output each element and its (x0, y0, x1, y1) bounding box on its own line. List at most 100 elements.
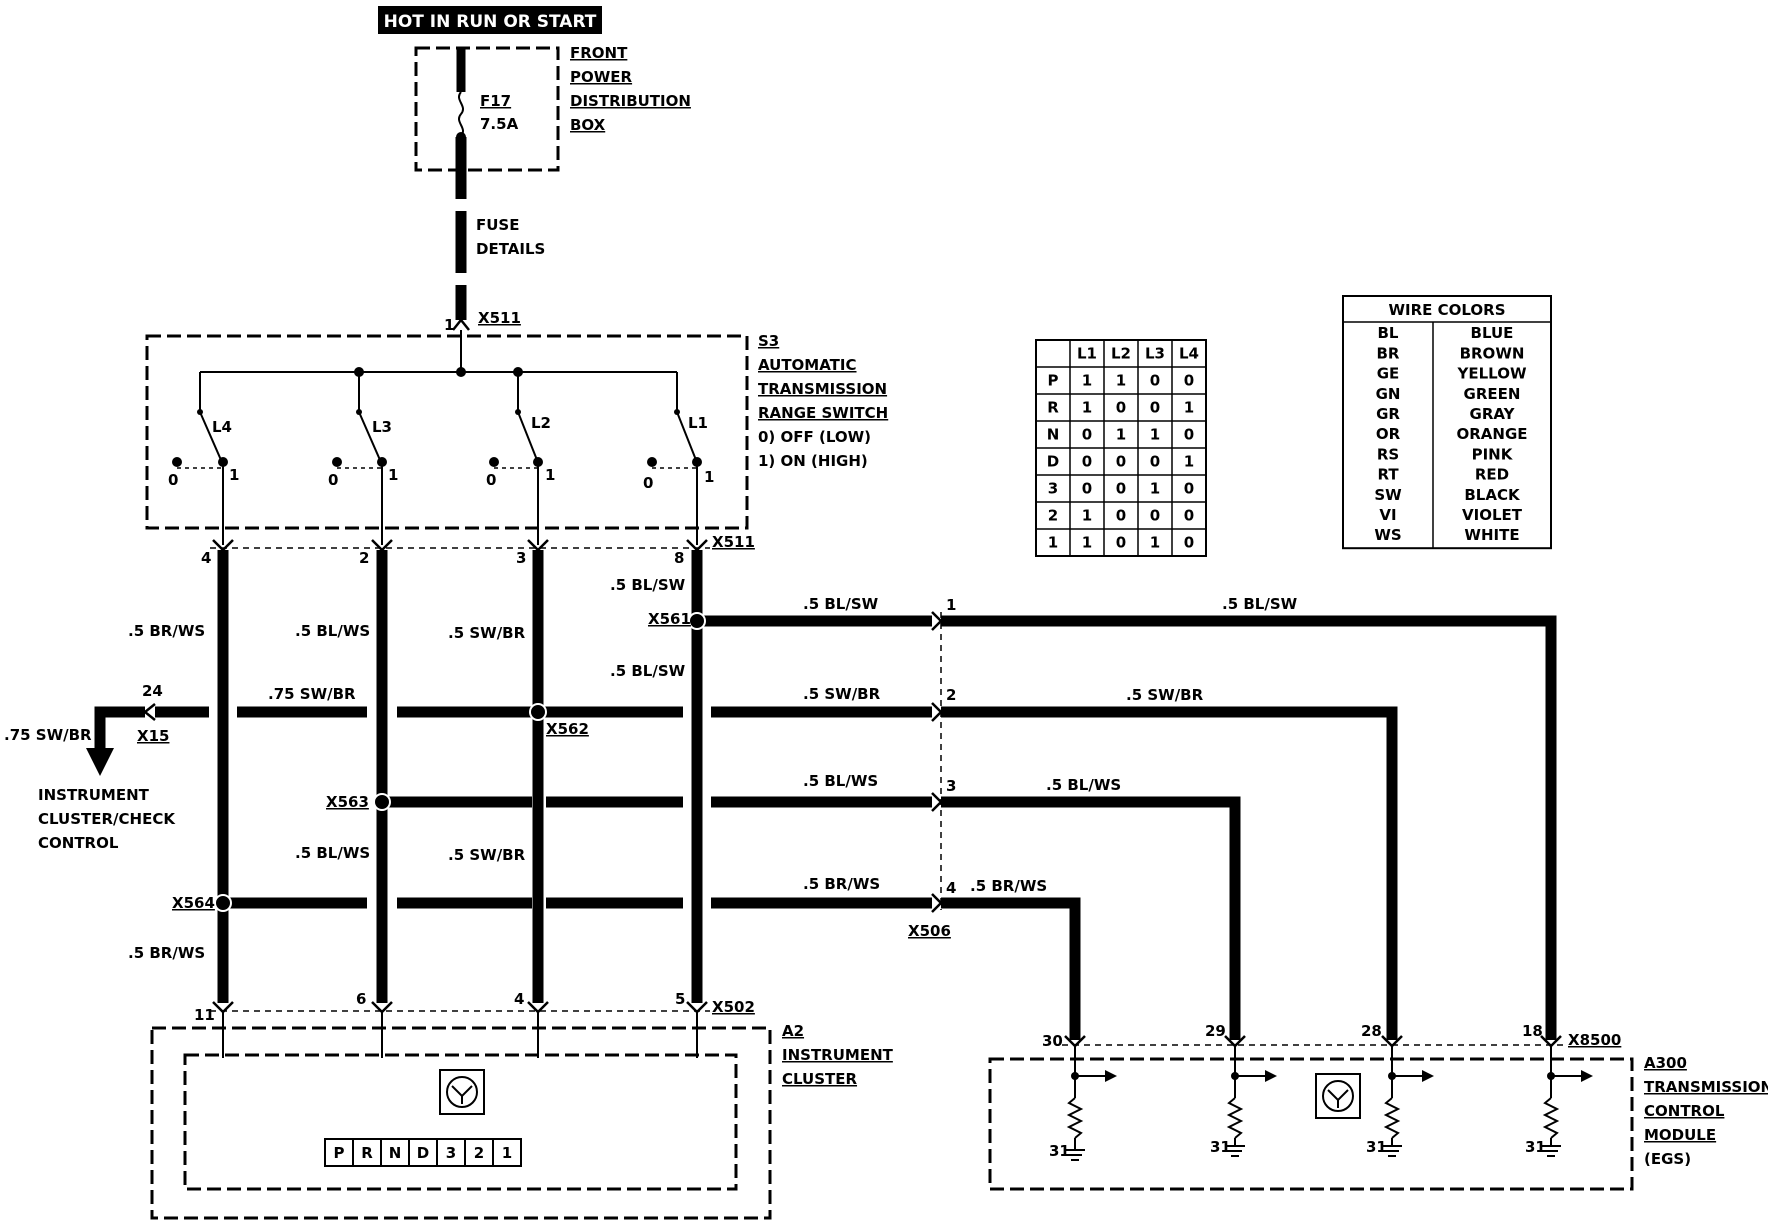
range-table-cell: 1 (1184, 399, 1194, 417)
resistor-icon (1383, 1097, 1401, 1139)
splice-wires: X561 .5 BL/SW X562 .75 SW/BR .5 SW/BR X5… (155, 595, 932, 912)
range-table-cell: 0 (1082, 453, 1092, 471)
pin-a2-11: 11 (194, 1006, 215, 1024)
check-control-label-1: INSTRUMENT (38, 786, 150, 804)
ground-icon (1382, 1145, 1402, 1157)
connector-x506-label: X506 (908, 922, 951, 940)
legend-code: SW (1374, 486, 1402, 504)
wire-label-br-ws-lower: .5 BR/WS (128, 944, 205, 962)
legend-color-name: RED (1475, 466, 1509, 484)
x502-pin-5 (686, 1001, 708, 1014)
wire-label-bl-sw-b: .5 BL/SW (610, 662, 686, 680)
arrow-right-icon (1422, 1070, 1434, 1082)
l1-pivot (674, 409, 680, 415)
resistor-icon (1542, 1097, 1560, 1139)
connector-x563: X563 (326, 793, 369, 811)
contact-l2: L2 (531, 414, 551, 432)
range-table-position: D (1047, 453, 1059, 471)
range-table-position: R (1047, 399, 1059, 417)
a300-input-18: 31 (1525, 1046, 1593, 1157)
x506-pin-2 (931, 702, 943, 722)
fuse-box: F17 7.5A FRONT POWER DISTRIBUTION BOX (414, 44, 691, 172)
legend-code: RS (1377, 445, 1399, 463)
range-table-cell: 1 (1082, 372, 1092, 390)
check-control-label-3: CONTROL (38, 834, 119, 852)
connector-x506: 1 2 3 4 X506 (908, 596, 956, 940)
pin-a2-6: 6 (356, 990, 366, 1008)
splice-x561 (688, 612, 706, 630)
connector-x562: X562 (546, 720, 589, 738)
l1-contact-0 (647, 457, 657, 467)
connector-x511-label: X511 (712, 533, 755, 551)
legend-color-name: PINK (1472, 445, 1514, 463)
range-table-cell: 1 (1082, 507, 1092, 525)
gear-2: 2 (474, 1144, 484, 1162)
a300-label-4: MODULE (1644, 1126, 1716, 1144)
pin-a300-30: 30 (1042, 1032, 1063, 1050)
gear-3: 3 (446, 1144, 456, 1162)
pin-a300-18: 18 (1522, 1022, 1543, 1040)
range-table-cell: 0 (1116, 480, 1126, 498)
legend-code: RT (1377, 466, 1399, 484)
switch-label-1: S3 (758, 332, 779, 350)
wire-label-tcm-sw-br: .5 SW/BR (1126, 686, 1204, 704)
range-table-header: L4 (1179, 345, 1199, 363)
legend-color-name: BLUE (1471, 324, 1514, 342)
wire-label-bl-sw-x561: .5 BL/SW (803, 595, 879, 613)
range-table-cell: 0 (1150, 399, 1160, 417)
legend-color-name: YELLOW (1457, 365, 1527, 383)
l2-contact-0 (489, 457, 499, 467)
x15-branch: 24 X15 .75 SW/BR INSTRUMENT CLUSTER/CHEC… (4, 682, 176, 852)
fuse-f17-symbol (458, 91, 464, 137)
splice-x563 (373, 793, 391, 811)
arrow-down-icon (86, 748, 114, 776)
a2-electronic-module-icon (439, 1069, 485, 1115)
arrow-right-icon (1105, 1070, 1117, 1082)
legend-color-name: WHITE (1464, 526, 1519, 544)
resistor-icon (1226, 1097, 1244, 1139)
ground-icon (1065, 1149, 1085, 1161)
legend-border (1342, 295, 1552, 550)
l4-pos-0: 0 (168, 471, 178, 489)
transmission-control-module-a300: 31 31 31 (988, 1046, 1768, 1191)
contact-l3: L3 (372, 418, 392, 436)
fuse-rating: 7.5A (480, 115, 519, 133)
gear-p: P (334, 1144, 345, 1162)
range-table-position: 1 (1048, 534, 1058, 552)
range-table-cell: 1 (1116, 426, 1126, 444)
range-table-cell: 1 (1150, 426, 1160, 444)
pin-s3-2: 2 (359, 549, 369, 567)
range-table-cell: 0 (1116, 453, 1126, 471)
range-table-cell: 1 (1082, 534, 1092, 552)
wire-tcm-29-bl-ws (941, 796, 1241, 1040)
wire-tcm-28-sw-br (941, 706, 1398, 1040)
x15-connector (142, 703, 156, 721)
ground-icon (1225, 1145, 1245, 1157)
connector-x502: 11 6 4 5 X502 (194, 990, 755, 1024)
range-table-header: L3 (1145, 345, 1165, 363)
x506-pin-4 (931, 893, 943, 913)
legend-code: BR (1377, 344, 1400, 362)
range-table-position: N (1047, 426, 1060, 444)
l1-pos-1: 1 (704, 468, 714, 486)
power-label-bg (378, 6, 602, 34)
l3-pos-0: 0 (328, 471, 338, 489)
range-table-cell: 1 (1150, 480, 1160, 498)
range-table-cell: 1 (1184, 453, 1194, 471)
l4-contact-0 (172, 457, 182, 467)
gear-r: R (361, 1144, 373, 1162)
instrument-cluster-a2: P R N D 3 2 1 A2 INSTRUMENT CLUSTER (150, 1012, 894, 1220)
fuse-box-label-4: BOX (570, 116, 606, 134)
connector-x502-label: X502 (712, 998, 755, 1016)
legend-color-name: BROWN (1460, 344, 1525, 362)
l2-pivot (515, 409, 521, 415)
tcm-wires: .5 BL/SW .5 SW/BR .5 BL/WS .5 BR/WS (941, 595, 1557, 1040)
legend-color-name: GREEN (1464, 385, 1521, 403)
x511-pin1-connector (452, 317, 470, 331)
range-table-cell: 0 (1082, 480, 1092, 498)
a300-label-2: TRANSMISSION (1644, 1078, 1768, 1096)
a2-label-3: CLUSTER (782, 1070, 857, 1088)
a300-outline (988, 1057, 1634, 1191)
range-table-cell: 0 (1184, 372, 1194, 390)
